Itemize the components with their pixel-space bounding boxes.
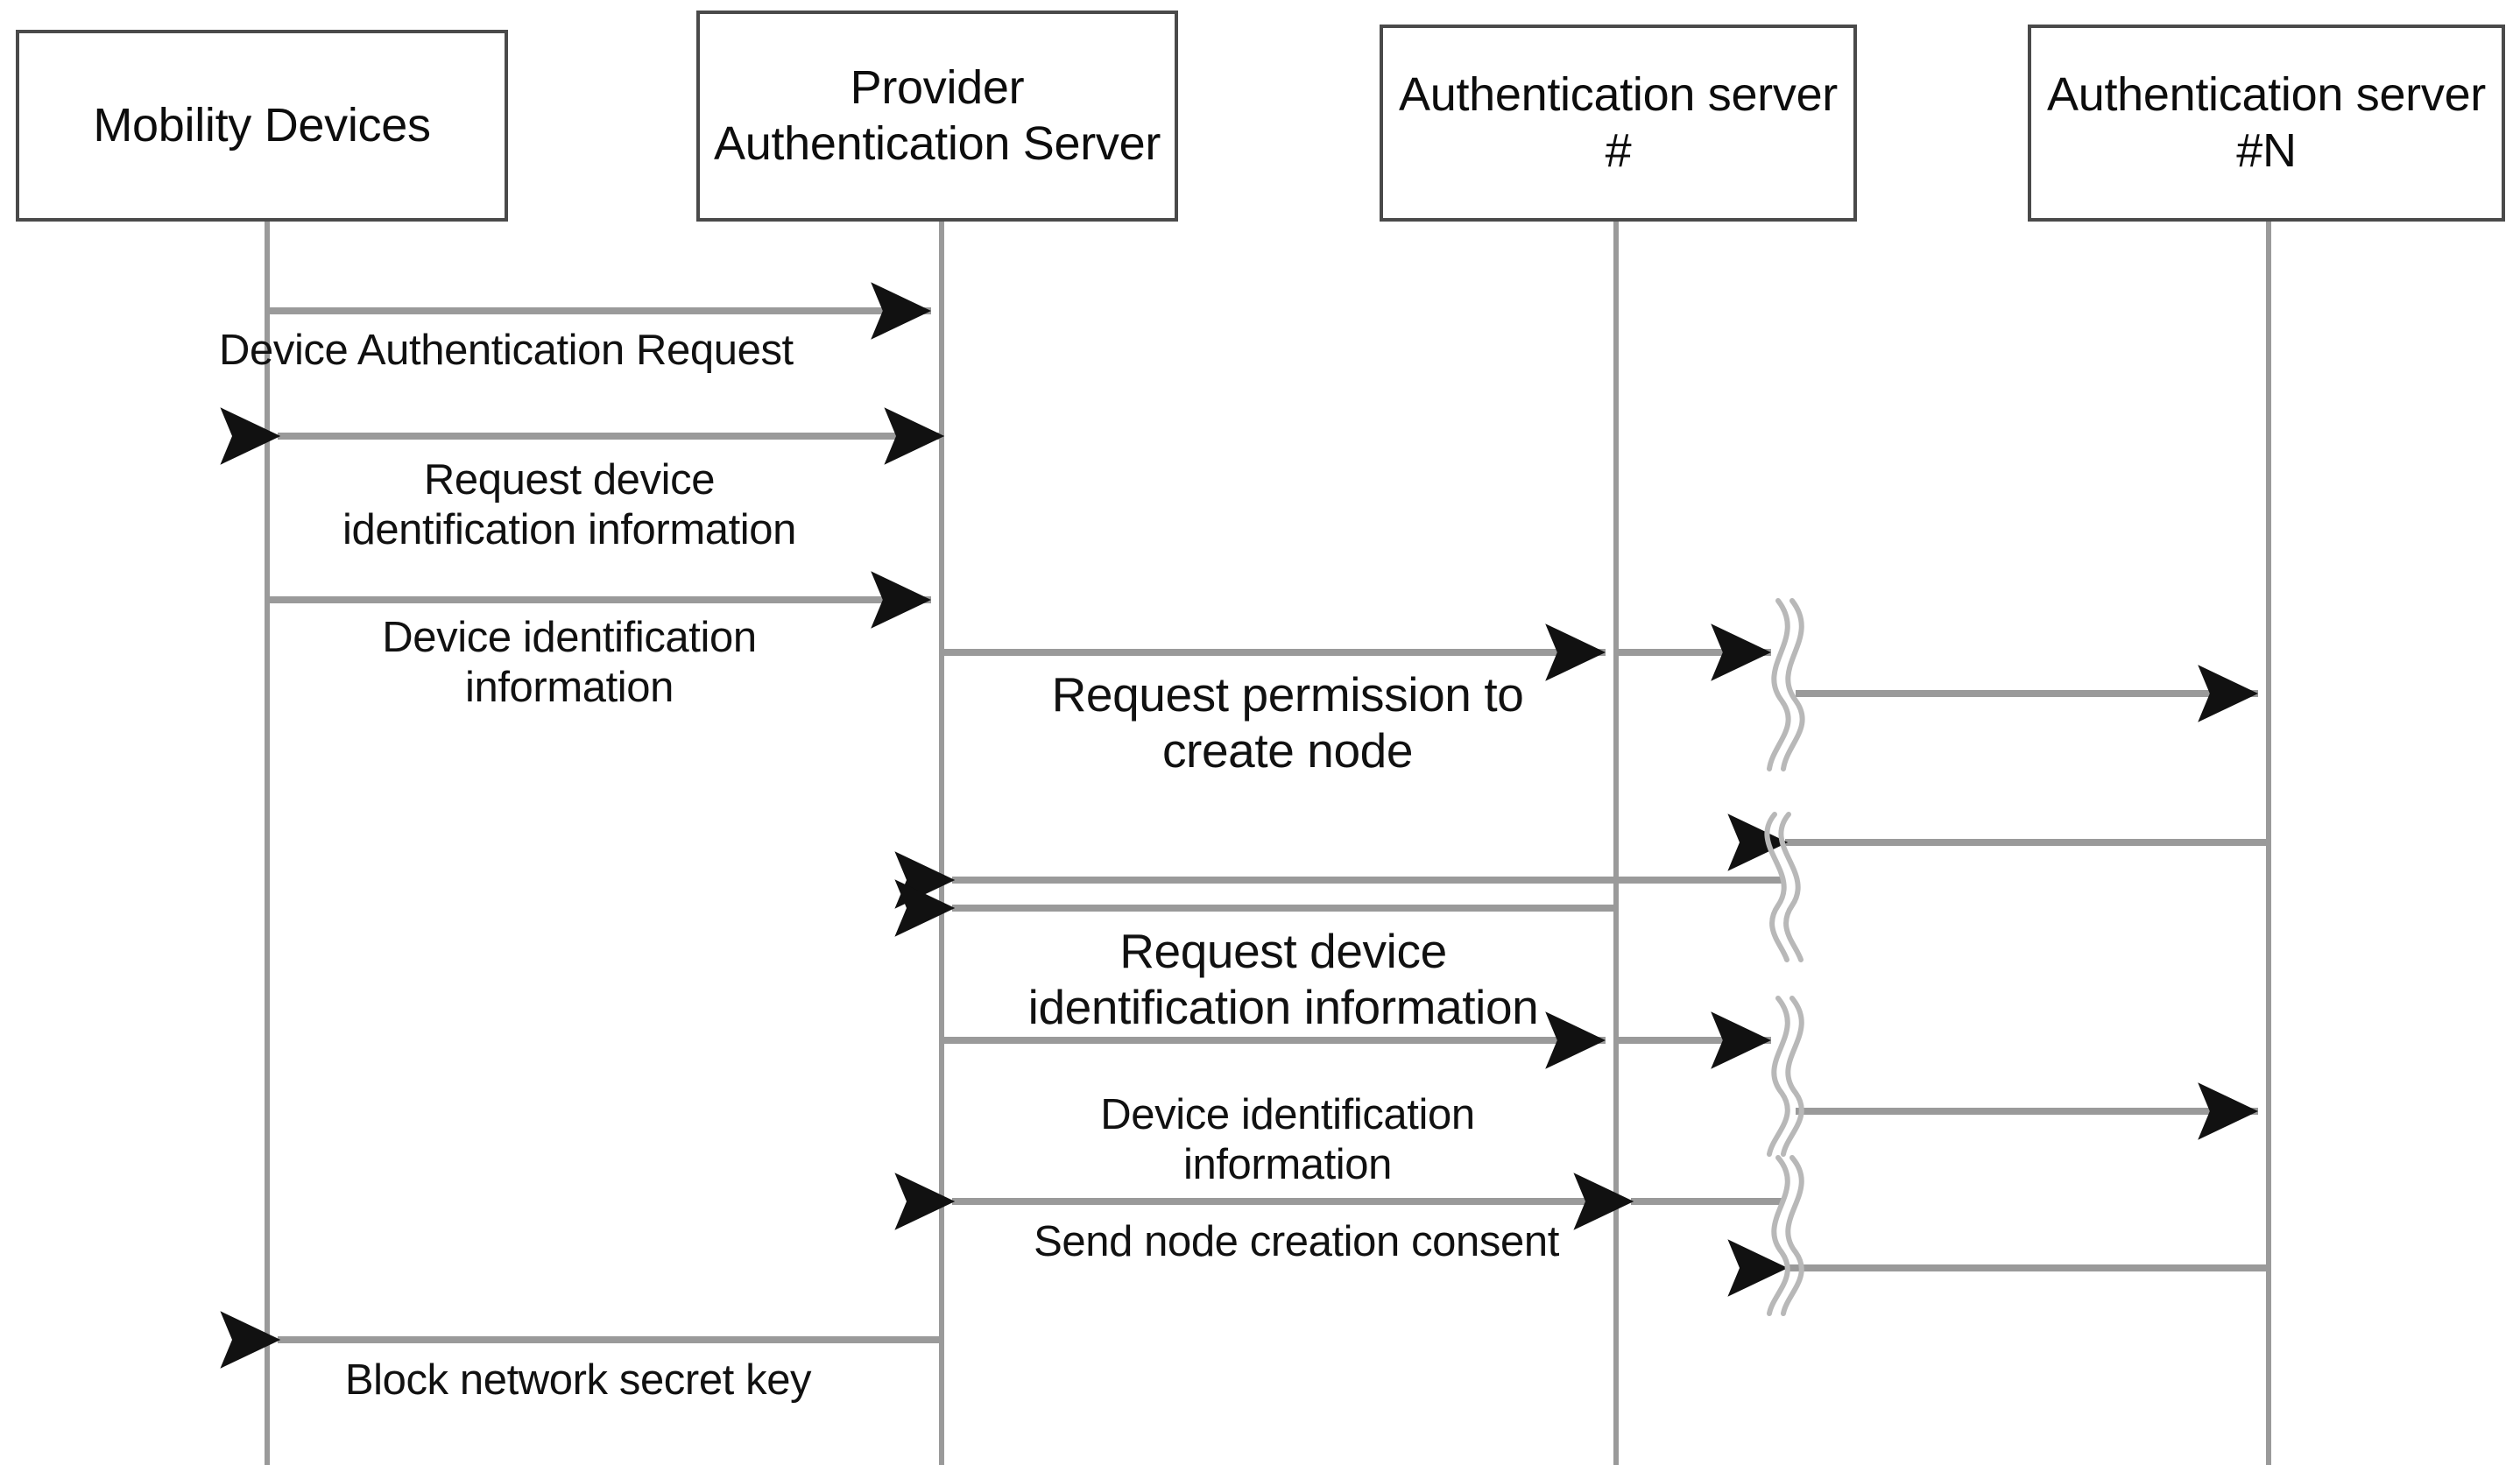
participant-box-auth-server-n[interactable]: Authentication server #N — [2028, 25, 2505, 222]
participant-box-auth-server-hash[interactable]: Authentication server # — [1380, 25, 1857, 222]
message-label-send-node-creation-consent: Send node creation consent — [1034, 1218, 1559, 1265]
participant-box-mobility-devices[interactable]: Mobility Devices — [16, 30, 508, 222]
participant-label-auth-server-n: Authentication server #N — [2047, 67, 2486, 177]
message-label-device-authentication-request: Device Authentication Request — [219, 327, 794, 374]
message-label-request-device-identification-information-2: Request device identification informatio… — [1027, 924, 1539, 1034]
message-label-device-identification-information-1: Device identification information — [382, 614, 757, 711]
participant-label-mobility-devices: Mobility Devices — [93, 98, 431, 151]
participant-box-provider-auth-server[interactable]: Provider Authentication Server — [696, 11, 1178, 222]
participant-label-provider-auth-server: Provider Authentication Server — [714, 60, 1161, 170]
message-label-request-device-identification-information-1: Request device identification informatio… — [342, 456, 796, 553]
participant-label-auth-server-hash: Authentication server # — [1399, 67, 1838, 177]
message-label-block-network-secret-key: Block network secret key — [344, 1356, 812, 1404]
lifeline-break-squiggles — [1764, 598, 1805, 1316]
message-label-request-permission-to-create-node: Request permission to create node — [1051, 667, 1524, 778]
message-arrows — [220, 282, 2269, 1369]
message-label-device-identification-information-2: Device identification information — [1100, 1091, 1475, 1188]
